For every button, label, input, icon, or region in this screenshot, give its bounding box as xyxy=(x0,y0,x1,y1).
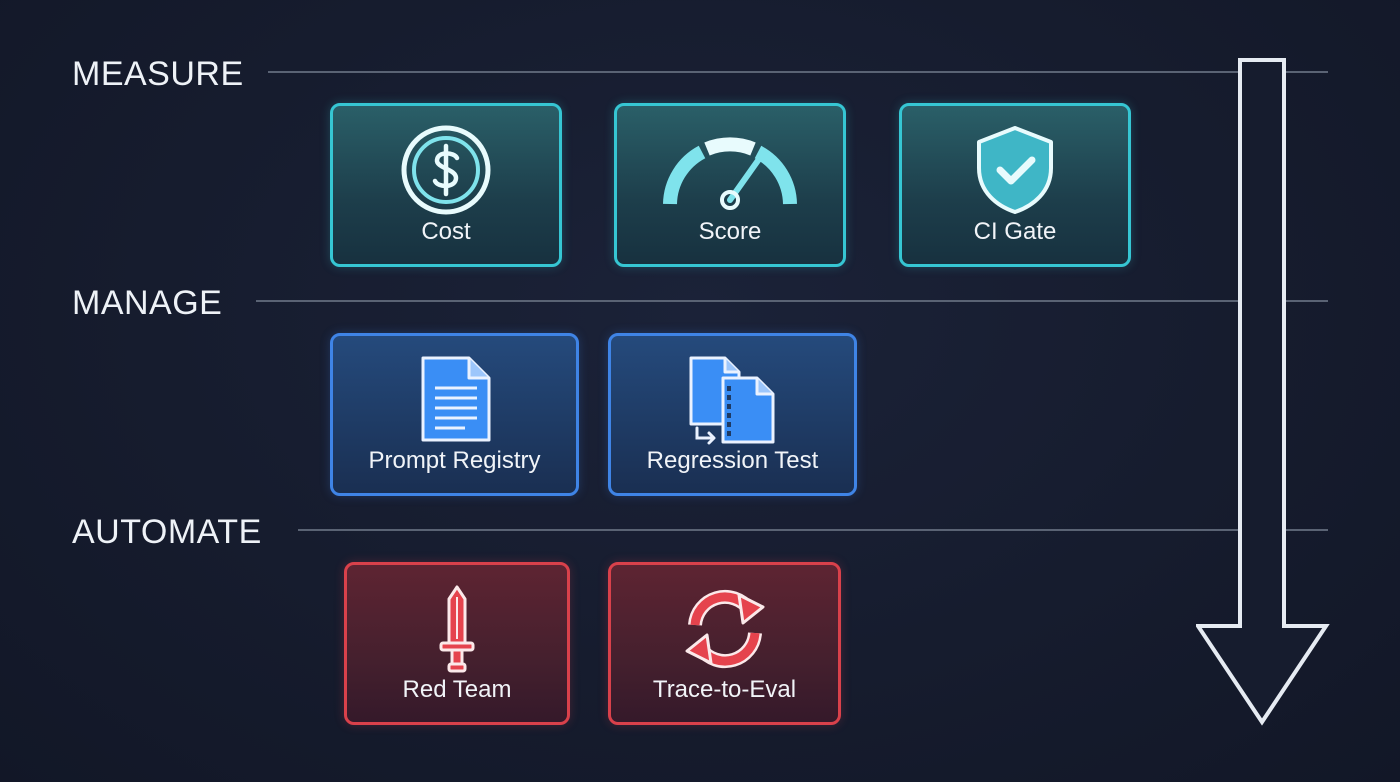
card-label-ci-gate: CI Gate xyxy=(973,218,1057,245)
card-label-prompt-registry: Prompt Registry xyxy=(368,447,541,474)
card-label-red-team: Red Team xyxy=(402,676,512,703)
stage-divider-manage xyxy=(256,300,1328,302)
refresh-cycle-icon xyxy=(679,587,771,676)
dollar-coin-icon xyxy=(400,124,492,221)
stage-label-measure: MEASURE xyxy=(72,55,244,93)
card-prompt-registry[interactable]: Prompt Registry xyxy=(330,333,579,496)
shield-check-icon xyxy=(973,124,1057,221)
card-label-regression-test: Regression Test xyxy=(646,447,819,474)
stage-label-automate: AUTOMATE xyxy=(72,513,262,551)
card-red-team[interactable]: Red Team xyxy=(344,562,570,725)
flow-down-arrow-icon xyxy=(1196,58,1330,726)
stage-divider-measure xyxy=(268,71,1328,73)
card-trace-to-eval[interactable]: Trace-to-Eval xyxy=(608,562,841,725)
card-label-cost: Cost xyxy=(421,218,471,245)
stage-divider-automate xyxy=(298,529,1328,531)
card-label-trace-to-eval: Trace-to-Eval xyxy=(652,676,797,703)
gauge-icon xyxy=(660,130,800,215)
card-regression-test[interactable]: Regression Test xyxy=(608,333,857,496)
card-cost[interactable]: Cost xyxy=(330,103,562,267)
card-label-score: Score xyxy=(698,218,762,245)
card-score[interactable]: Score xyxy=(614,103,846,267)
card-ci-gate[interactable]: CI Gate xyxy=(899,103,1131,267)
document-icon xyxy=(415,354,495,451)
sword-icon xyxy=(437,583,477,680)
stage-label-manage: MANAGE xyxy=(72,284,223,322)
compare-documents-icon xyxy=(685,354,781,451)
